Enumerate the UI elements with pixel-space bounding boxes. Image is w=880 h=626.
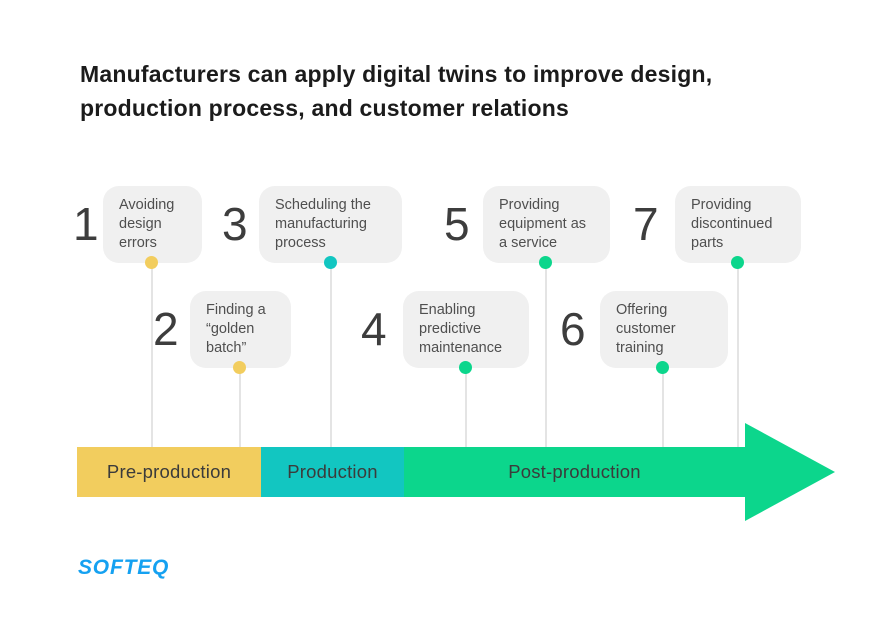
item-4-label: Enabling predictive maintenance xyxy=(419,302,503,356)
item-7-connector-line xyxy=(737,263,739,447)
item-3-number: 3 xyxy=(222,198,248,250)
item-4-card: Enabling predictive maintenance xyxy=(403,291,529,368)
item-4-number: 4 xyxy=(361,303,387,355)
item-1-connector-line xyxy=(151,263,153,447)
item-6-card: Offering customer training xyxy=(600,291,728,368)
item-5-label: Providing equipment as a service xyxy=(499,197,587,251)
timeline-label-pre-production: Pre-production xyxy=(106,461,232,482)
item-5-dot xyxy=(539,256,552,269)
item-3-dot xyxy=(324,256,337,269)
item-3-card: Scheduling the manufacturing process xyxy=(259,186,402,263)
item-5-connector-line xyxy=(545,263,547,447)
timeline-arrow-head-icon xyxy=(745,423,835,521)
item-2-label: Finding a “golden batch” xyxy=(206,302,266,356)
item-2-number: 2 xyxy=(153,303,179,355)
softeq-logo: SOFTEQ xyxy=(78,556,170,579)
item-6-dot xyxy=(656,361,669,374)
item-7-card: Providing discontinued parts xyxy=(675,186,801,263)
item-3-label: Scheduling the manufacturing process xyxy=(275,197,371,251)
page-title-line1: Manufacturers can apply digital twins to… xyxy=(80,61,713,87)
item-2-card: Finding a “golden batch” xyxy=(190,291,291,368)
item-4-connector-line xyxy=(465,368,467,447)
item-1-card: Avoiding design errors xyxy=(103,186,202,263)
item-6-number: 6 xyxy=(560,303,586,355)
timeline-segment-pre-production: Pre-production xyxy=(77,447,261,497)
item-5-card: Providing equipment as a service xyxy=(483,186,610,263)
timeline-segment-production: Production xyxy=(261,447,404,497)
item-1-label: Avoiding design errors xyxy=(119,197,175,251)
item-1-number: 1 xyxy=(73,198,99,250)
timeline-segment-post-production: Post-production xyxy=(404,447,745,497)
item-7-dot xyxy=(731,256,744,269)
item-6-label: Offering customer training xyxy=(616,302,676,356)
item-2-connector-line xyxy=(239,368,241,447)
page-title: Manufacturers can apply digital twins to… xyxy=(80,57,800,125)
item-3-connector-line xyxy=(330,263,332,447)
page-title-line2: production process, and customer relatio… xyxy=(80,95,569,121)
item-7-label: Providing discontinued parts xyxy=(691,197,773,251)
timeline-label-post-production: Post-production xyxy=(508,461,641,482)
item-6-connector-line xyxy=(662,368,664,447)
timeline-label-production: Production xyxy=(287,461,378,482)
item-5-number: 5 xyxy=(444,198,470,250)
item-7-number: 7 xyxy=(633,198,659,250)
item-1-dot xyxy=(145,256,158,269)
item-4-dot xyxy=(459,361,472,374)
item-2-dot xyxy=(233,361,246,374)
